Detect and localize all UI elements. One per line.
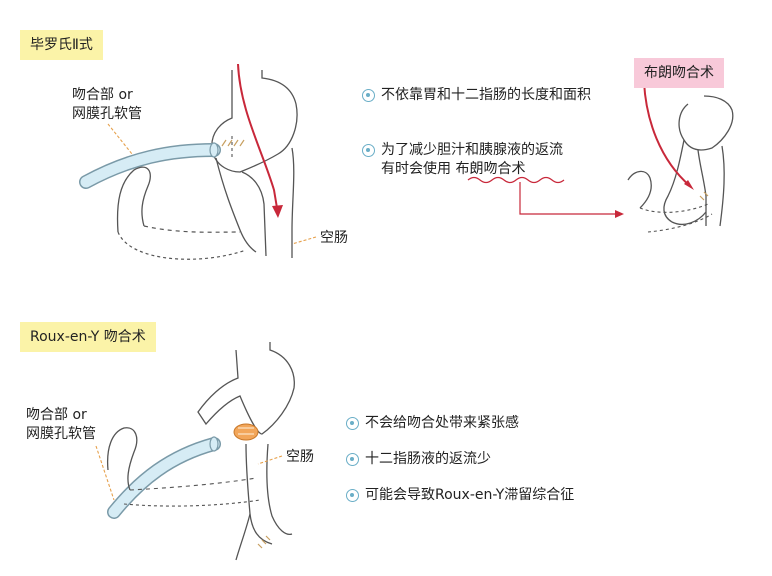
food-flow-arrow bbox=[237, 63, 279, 215]
bullet-icon bbox=[346, 453, 359, 466]
rny-stomach bbox=[197, 342, 295, 435]
section2-bullet-2: 十二指肠液的返流少 bbox=[346, 450, 491, 469]
jejunal-limb bbox=[241, 171, 267, 257]
braun-limb bbox=[697, 149, 707, 226]
jejunal-limb-outer bbox=[291, 147, 295, 258]
bullet-icon bbox=[362, 144, 375, 157]
anastomosis-label-line2: 网膜孔软管 bbox=[72, 106, 142, 122]
section1-title: 毕罗氏Ⅱ式 bbox=[20, 30, 103, 60]
braun-stomach bbox=[678, 95, 734, 151]
bullet-icon bbox=[346, 489, 359, 502]
section2-bullet-3: 可能会导致Roux-en-Y滞留综合征 bbox=[346, 486, 574, 505]
rny-anastomosis-label-line2: 网膜孔软管 bbox=[26, 426, 96, 442]
braun-red-arrow bbox=[643, 81, 691, 187]
braun-wavy-underline bbox=[467, 176, 565, 184]
bullet-icon bbox=[346, 417, 359, 430]
braun-arrow bbox=[519, 182, 622, 215]
section2-title: Roux-en-Y 吻合术 bbox=[20, 322, 156, 352]
section1-bullet-2: 为了减少胆汁和胰腺液的返流 bbox=[362, 141, 563, 160]
rny-roux-limb bbox=[245, 443, 273, 545]
rny-anastomosis bbox=[233, 423, 259, 441]
section2-bullet-1: 不会给吻合处带来紧张感 bbox=[346, 414, 519, 433]
rny-anastomosis-label-line1: 吻合部 or bbox=[26, 407, 87, 423]
bullet-icon bbox=[362, 89, 375, 102]
anastomosis-label-line1: 吻合部 or bbox=[72, 87, 133, 103]
jejunum-label: 空肠 bbox=[320, 230, 348, 246]
rny-jejunum-label: 空肠 bbox=[286, 449, 314, 465]
bowel-loop bbox=[116, 166, 151, 233]
section1-bullet-2-continuation: 有时会使用 布朗吻合术 bbox=[381, 161, 526, 177]
afferent-loop bbox=[215, 157, 257, 253]
rny-bp-limb bbox=[106, 427, 138, 491]
braun-inset-title: 布朗吻合术 bbox=[634, 58, 724, 88]
stomach-remnant bbox=[211, 70, 298, 173]
section1-bullet-1: 不依靠胃和十二指肠的长度和面积 bbox=[362, 86, 591, 105]
